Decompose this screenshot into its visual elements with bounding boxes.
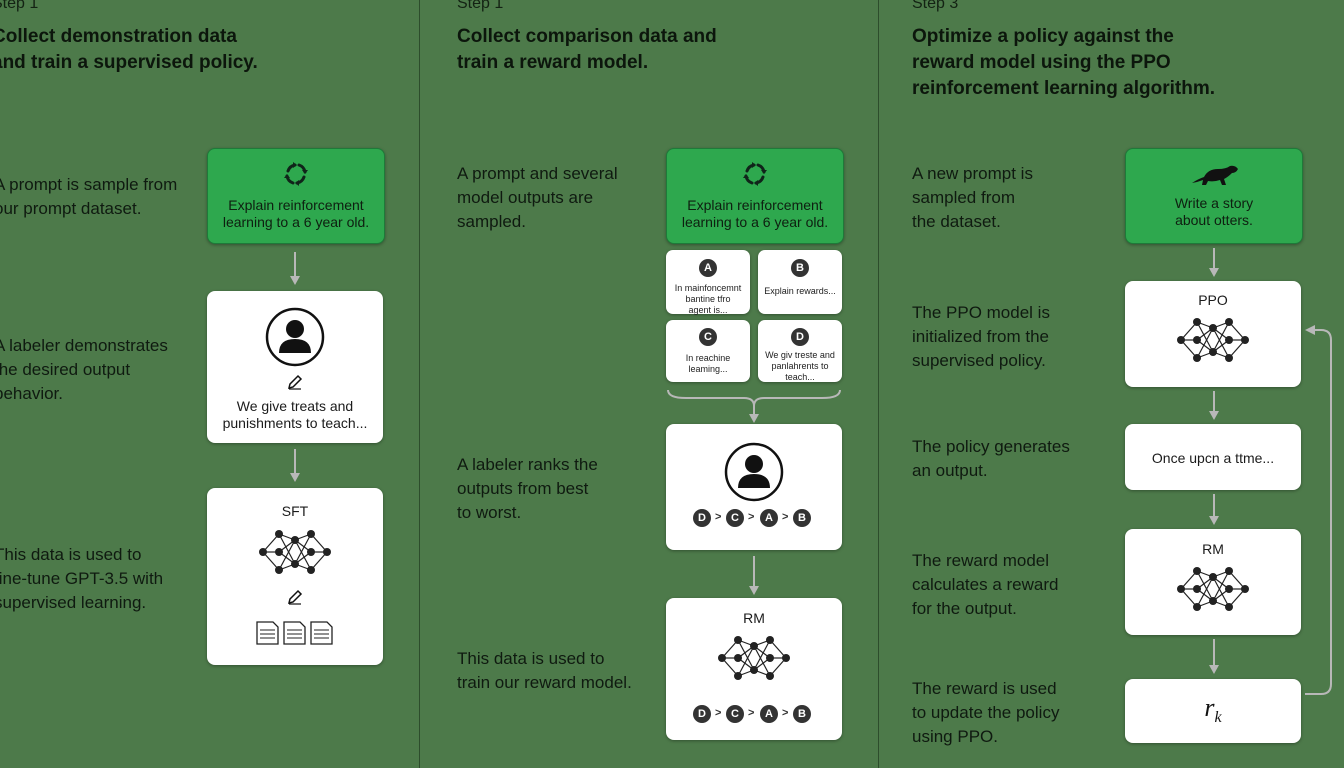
rank-4: B bbox=[793, 509, 811, 527]
arrow-down bbox=[1209, 639, 1219, 674]
rank-separator: > bbox=[715, 511, 722, 523]
pencil-icon bbox=[287, 374, 303, 390]
arrow-down bbox=[290, 449, 300, 482]
document-icon bbox=[256, 621, 333, 645]
recycle-icon bbox=[284, 162, 308, 186]
output-letter-b: B bbox=[791, 259, 809, 277]
rank-3: A bbox=[760, 509, 778, 527]
arrow-down bbox=[1209, 248, 1219, 277]
step3-reward-box: rk bbox=[1125, 679, 1301, 743]
rank-separator: > bbox=[782, 707, 789, 719]
rank-2: C bbox=[726, 509, 744, 527]
rank-1: D bbox=[693, 705, 711, 723]
rank-1: D bbox=[693, 509, 711, 527]
rank-separator: > bbox=[748, 511, 755, 523]
arrow-down bbox=[1209, 391, 1219, 420]
neural-net-icon bbox=[259, 530, 331, 574]
rm-label: RM bbox=[1202, 541, 1224, 557]
otter-icon bbox=[1192, 165, 1238, 185]
step3-rm-box: RM bbox=[1125, 529, 1301, 635]
step3-ppo-box: PPO bbox=[1125, 281, 1301, 387]
step2-rank-box: D > C > A > B bbox=[666, 424, 842, 550]
output-letter-d: D bbox=[791, 328, 809, 346]
arrow-down bbox=[1209, 494, 1219, 525]
arrow-down bbox=[290, 252, 300, 285]
output-letter-a: A bbox=[699, 259, 717, 277]
output-letter-c: C bbox=[699, 328, 717, 346]
rank-4: B bbox=[793, 705, 811, 723]
ppo-label: PPO bbox=[1198, 292, 1228, 308]
person-icon bbox=[265, 307, 325, 367]
rank-separator: > bbox=[748, 707, 755, 719]
output-text-b: Explain rewards... bbox=[764, 286, 836, 296]
step2-label: Step 1 bbox=[457, 0, 504, 12]
bracket-arrow bbox=[667, 389, 841, 423]
pencil-icon bbox=[287, 589, 303, 605]
neural-net-icon bbox=[1177, 318, 1249, 362]
step2-rm-box: RM D > C > A > B bbox=[666, 598, 842, 740]
neural-net-icon bbox=[718, 636, 790, 680]
neural-net-icon bbox=[1177, 567, 1249, 611]
column-divider bbox=[419, 0, 420, 768]
column-divider bbox=[878, 0, 879, 768]
feedback-loop-arrow bbox=[1305, 325, 1332, 695]
step3-output-box: Once upcn a ttme... bbox=[1125, 424, 1301, 490]
policy-output-text: Once upcn a ttme... bbox=[1151, 450, 1275, 466]
sft-label: SFT bbox=[281, 503, 309, 519]
rank-3: A bbox=[760, 705, 778, 723]
arrow-down bbox=[749, 556, 759, 595]
recycle-icon bbox=[743, 162, 767, 186]
step1-label: Step 1 bbox=[0, 0, 39, 12]
person-icon bbox=[724, 442, 784, 502]
output-card-b: B Explain rewards... bbox=[758, 250, 842, 314]
step1-sft-box: SFT bbox=[207, 488, 383, 665]
rank-2: C bbox=[726, 705, 744, 723]
rank-separator: > bbox=[782, 511, 789, 523]
reward-value: rk bbox=[1204, 693, 1222, 727]
step3-label: Step 3 bbox=[912, 0, 959, 12]
rank-separator: > bbox=[715, 707, 722, 719]
rm-label: RM bbox=[743, 610, 765, 626]
